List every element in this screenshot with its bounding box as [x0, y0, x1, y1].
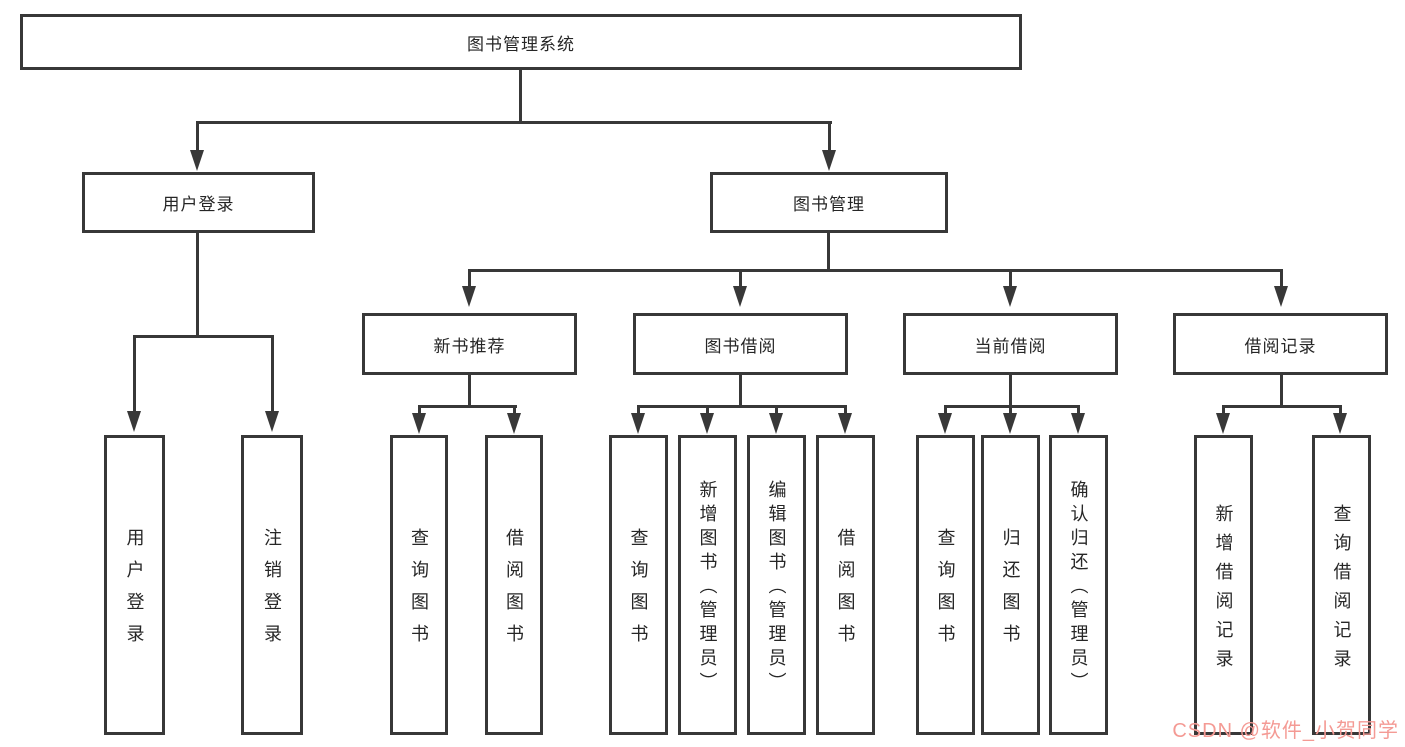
node-borrow-books-recommend: 借阅图书 [485, 435, 543, 735]
node-label: 查询图书 [628, 528, 649, 656]
node-logout: 注销登录 [241, 435, 303, 735]
node-label: 借阅记录 [1244, 336, 1317, 356]
connector-line [1222, 405, 1225, 413]
node-confirm-return-admin: 确认归还（管理员） [1049, 435, 1108, 735]
connector-line [1009, 269, 1012, 286]
node-new-book-recommendation: 新书推荐 [362, 313, 577, 375]
connector-line [706, 405, 709, 413]
connector-line [513, 405, 516, 413]
node-label: 用户登录 [162, 195, 235, 214]
connector-line [844, 405, 847, 413]
arrowhead-icon [1274, 286, 1288, 307]
node-edit-book-admin: 编辑图书（管理员） [747, 435, 806, 735]
node-label: 查询图书 [935, 528, 956, 656]
node-return-book: 归还图书 [981, 435, 1040, 735]
arrowhead-icon [1003, 413, 1017, 434]
connector-line [196, 121, 832, 124]
arrowhead-icon [822, 150, 836, 171]
node-label: 图书管理 [793, 195, 865, 214]
node-label: 图书管理系统 [467, 34, 575, 54]
connector-line [468, 375, 471, 408]
node-label: 查询借阅记录 [1331, 503, 1352, 678]
csdn-watermark: CSDN @软件_小贺同学 [1172, 720, 1399, 742]
connector-line [1009, 405, 1012, 413]
connector-line [196, 233, 199, 335]
arrowhead-icon [507, 413, 521, 434]
arrowhead-icon [1003, 286, 1017, 307]
node-book-borrowing: 图书借阅 [633, 313, 848, 375]
node-label: 编辑图书（管理员） [766, 480, 787, 696]
connector-line [637, 405, 640, 413]
connector-line [1280, 269, 1283, 286]
node-add-borrow-record: 新增借阅记录 [1194, 435, 1253, 735]
node-label: 新增借阅记录 [1213, 503, 1234, 678]
connector-line [775, 405, 778, 413]
connector-line [468, 269, 1283, 272]
node-label: 借阅图书 [504, 528, 524, 656]
connector-line [827, 233, 830, 271]
node-label: 归还图书 [1000, 528, 1021, 656]
arrowhead-icon [769, 413, 783, 434]
node-query-books-borrow: 查询图书 [609, 435, 668, 735]
connector-line [196, 121, 199, 151]
arrowhead-icon [1216, 413, 1230, 434]
node-label: 图书借阅 [704, 336, 777, 356]
arrowhead-icon [700, 413, 714, 434]
connector-line [468, 269, 471, 286]
node-add-book-admin: 新增图书（管理员） [678, 435, 737, 735]
node-borrow-books: 借阅图书 [816, 435, 875, 735]
connector-line [1280, 375, 1283, 408]
arrowhead-icon [412, 413, 426, 434]
connector-line [828, 121, 831, 151]
node-user-login-leaf: 用户登录 [104, 435, 165, 735]
connector-line [739, 269, 742, 286]
node-label: 确认归还（管理员） [1068, 480, 1089, 696]
node-query-borrow-record: 查询借阅记录 [1312, 435, 1371, 735]
connector-line [519, 70, 522, 121]
arrowhead-icon [462, 286, 476, 307]
node-label: 当前借阅 [974, 336, 1047, 356]
node-current-borrowing: 当前借阅 [903, 313, 1118, 375]
connector-line [1222, 405, 1342, 408]
node-query-books-current: 查询图书 [916, 435, 975, 735]
arrowhead-icon [1333, 413, 1347, 434]
node-label: 用户登录 [124, 528, 145, 656]
connector-line [1339, 405, 1342, 413]
arrowhead-icon [838, 413, 852, 434]
node-user-login: 用户登录 [82, 172, 315, 233]
connector-line [271, 335, 274, 411]
connector-line [739, 375, 742, 408]
arrowhead-icon [631, 413, 645, 434]
node-label: 借阅图书 [835, 528, 856, 656]
connector-line [637, 405, 847, 408]
node-book-management: 图书管理 [710, 172, 948, 233]
connector-line [418, 405, 517, 408]
node-library-system: 图书管理系统 [20, 14, 1022, 70]
arrowhead-icon [265, 411, 279, 432]
connector-line [1077, 405, 1080, 413]
connector-line [1009, 375, 1012, 408]
arrowhead-icon [733, 286, 747, 307]
arrowhead-icon [1071, 413, 1085, 434]
node-query-books-recommend: 查询图书 [390, 435, 448, 735]
connector-line [944, 405, 947, 413]
arrowhead-icon [938, 413, 952, 434]
node-label: 查询图书 [409, 528, 429, 656]
node-borrowing-records: 借阅记录 [1173, 313, 1388, 375]
node-label: 注销登录 [262, 528, 282, 656]
node-label: 新书推荐 [433, 336, 506, 356]
arrowhead-icon [190, 150, 204, 171]
connector-line [418, 405, 421, 413]
node-label: 新增图书（管理员） [697, 480, 718, 696]
connector-line [133, 335, 136, 411]
connector-line [133, 335, 274, 338]
arrowhead-icon [127, 411, 141, 432]
